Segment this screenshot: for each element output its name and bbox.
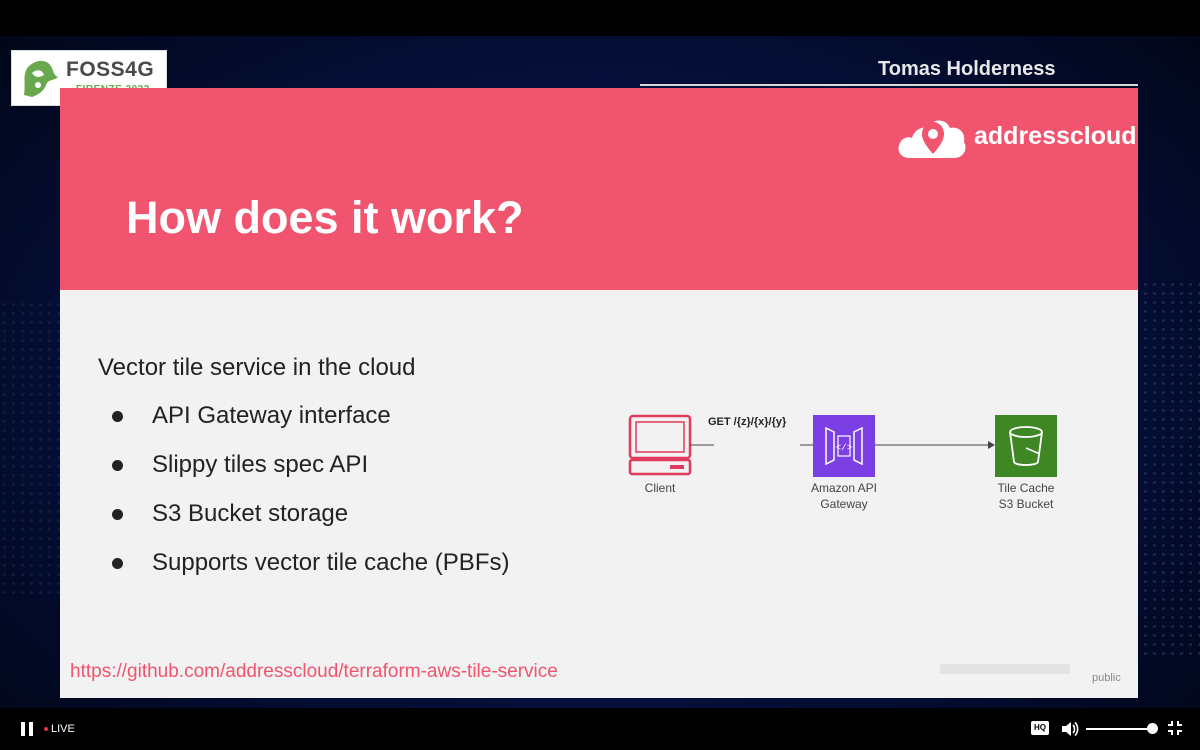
- gateway-label-line-2: Gateway: [820, 497, 868, 511]
- presentation-slide: addresscloud How does it work? Vector ti…: [60, 88, 1138, 698]
- pause-icon-right: [29, 722, 33, 736]
- cache-label: Tile Cache S3 Bucket: [976, 480, 1076, 512]
- s3-bucket-icon: [995, 415, 1057, 477]
- slide-header: addresscloud How does it work?: [60, 88, 1138, 290]
- architecture-diagram: </> GET /{z}/{x}/{y} Client Amazon API G…: [620, 408, 1080, 518]
- bullet-item: S3 Bucket storage: [106, 500, 509, 549]
- api-gateway-icon: </>: [813, 415, 875, 477]
- bullet-dot-icon: [112, 558, 123, 569]
- exit-fullscreen-icon[interactable]: [1167, 720, 1183, 736]
- player-controls: LIVE HQ: [0, 708, 1200, 750]
- hq-quality-button[interactable]: HQ: [1031, 721, 1049, 735]
- brand-logo: addresscloud: [896, 110, 1137, 162]
- bullet-text: API Gateway interface: [152, 402, 391, 429]
- event-emblem-icon: [24, 60, 58, 97]
- brand-name: addresscloud: [974, 122, 1137, 150]
- client-label: Client: [644, 481, 676, 495]
- request-path-label: GET /{z}/{x}/{y}: [706, 414, 789, 430]
- event-name: FOSS4G: [66, 58, 155, 81]
- background-dot-pattern-left: [0, 300, 60, 600]
- bullet-item: Slippy tiles spec API: [106, 451, 509, 500]
- diagram-graphics: </>: [628, 414, 1057, 477]
- cache-label-line-1: Tile Cache: [997, 481, 1055, 495]
- faint-watermark: [940, 664, 1070, 674]
- speaker-underline: [640, 84, 1138, 86]
- cache-label-line-2: S3 Bucket: [998, 497, 1054, 511]
- video-stage: FOSS4G FIRENZE 2022 Tomas Holderness add…: [0, 0, 1200, 708]
- bullet-text: Slippy tiles spec API: [152, 451, 369, 478]
- cloud-pin-icon: [898, 120, 966, 158]
- live-dot-icon: [44, 727, 48, 731]
- bullet-list: API Gateway interface Slippy tiles spec …: [106, 402, 509, 598]
- pause-button[interactable]: [18, 720, 36, 738]
- top-letterbox: [0, 0, 1200, 36]
- volume-slider-handle[interactable]: [1146, 723, 1158, 734]
- repository-link[interactable]: https://github.com/addresscloud/terrafor…: [70, 661, 558, 682]
- gateway-label-line-1: Amazon API: [810, 481, 878, 495]
- speaker-name: Tomas Holderness: [878, 58, 1056, 80]
- bullet-text: Supports vector tile cache (PBFs): [152, 549, 510, 576]
- bullet-item: API Gateway interface: [106, 402, 509, 451]
- client-computer-icon: [628, 414, 692, 476]
- svg-text:</>: </>: [836, 443, 852, 453]
- bullet-dot-icon: [112, 460, 123, 471]
- bullet-dot-icon: [112, 411, 123, 422]
- bullet-text: S3 Bucket storage: [152, 500, 349, 527]
- gateway-label: Amazon API Gateway: [794, 480, 894, 512]
- slide-title: How does it work?: [126, 192, 524, 243]
- bullet-item: Supports vector tile cache (PBFs): [106, 549, 509, 598]
- pause-icon-left: [21, 722, 25, 736]
- volume-slider-track[interactable]: [1086, 728, 1152, 730]
- live-label: LIVE: [51, 723, 75, 735]
- bullet-dot-icon: [112, 509, 123, 520]
- classification-label: public: [1092, 672, 1121, 684]
- slide-intro-text: Vector tile service in the cloud: [98, 354, 416, 381]
- volume-icon[interactable]: [1060, 719, 1080, 739]
